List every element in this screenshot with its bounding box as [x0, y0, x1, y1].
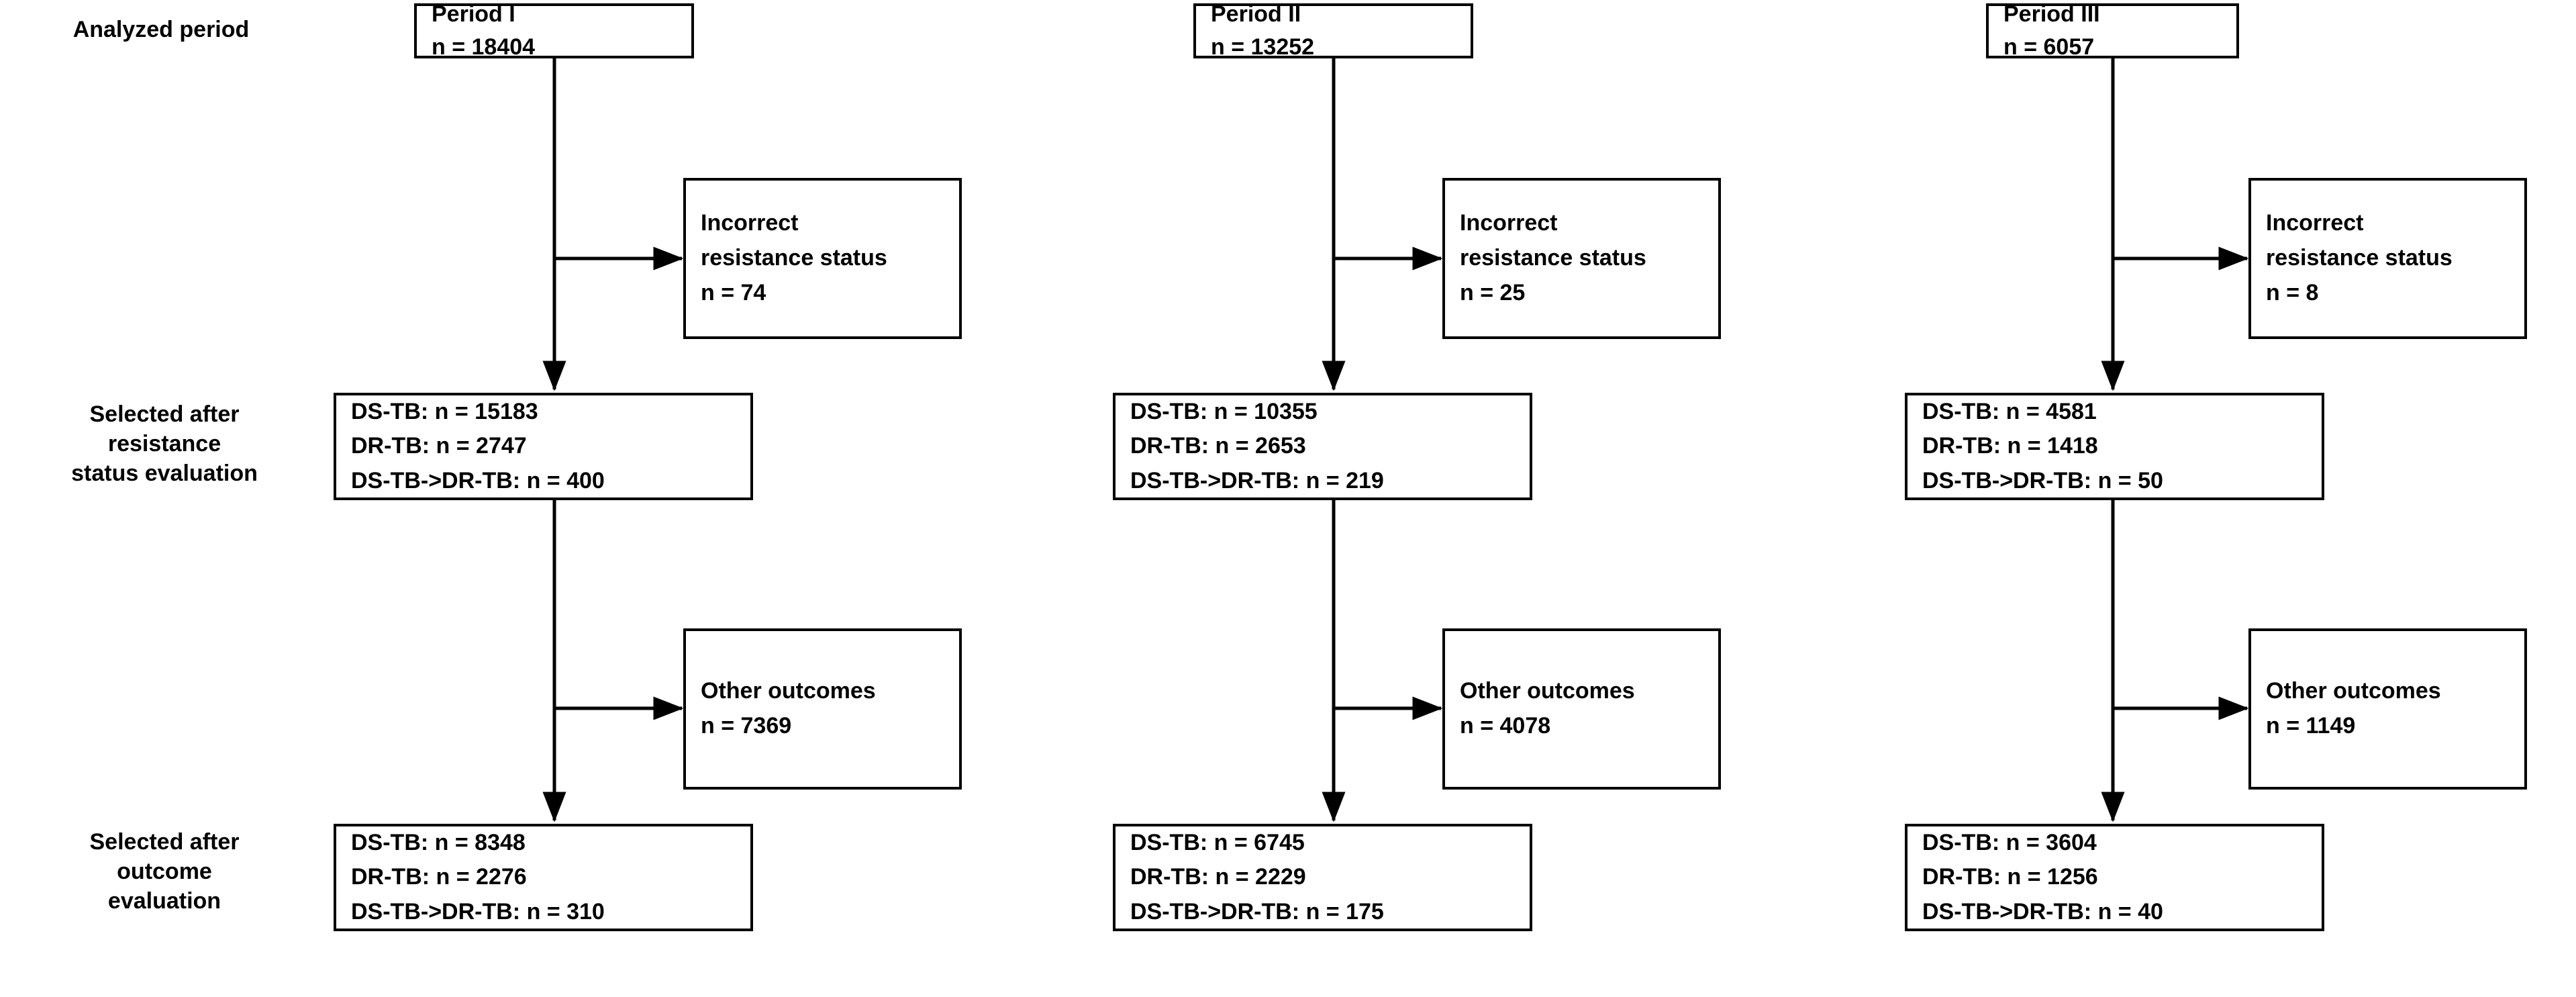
- excluded-resistance-1-subtitle: resistance status: [701, 245, 887, 271]
- node-resistance-selected-1[interactable]: DS-TB: n = 15183 DR-TB: n = 2747 DS-TB->…: [334, 393, 753, 500]
- outcome-selected-1-line-1: DS-TB: n = 8348: [351, 829, 526, 855]
- node-resistance-selected-2[interactable]: DS-TB: n = 10355 DR-TB: n = 2653 DS-TB->…: [1113, 393, 1532, 500]
- node-excluded-outcome-1[interactable]: Other outcomes n = 7369: [683, 628, 962, 790]
- excluded-outcome-2-title: Other outcomes: [1460, 678, 1635, 704]
- excluded-resistance-1-count: n = 74: [701, 279, 766, 305]
- outcome-selected-3-line-2: DR-TB: n = 1256: [1922, 864, 2098, 890]
- excluded-resistance-2-title: Incorrect: [1460, 210, 1558, 236]
- excluded-resistance-3-title: Incorrect: [2266, 210, 2364, 236]
- resistance-selected-1-line-1: DS-TB: n = 15183: [351, 398, 538, 424]
- node-excluded-resistance-2[interactable]: Incorrect resistance status n = 25: [1442, 178, 1721, 339]
- node-outcome-selected-1[interactable]: DS-TB: n = 8348 DR-TB: n = 2276 DS-TB->D…: [334, 824, 753, 931]
- node-period-2[interactable]: Period II n = 13252: [1193, 1, 1473, 60]
- outcome-selected-2-line-2: DR-TB: n = 2229: [1130, 864, 1306, 890]
- excluded-outcome-2-count: n = 4078: [1460, 713, 1551, 739]
- row-label-selected-after-outcome: Selected after outcome evaluation: [89, 829, 240, 914]
- excluded-resistance-3-subtitle: resistance status: [2266, 245, 2453, 271]
- period-2-title: Period II: [1211, 1, 1301, 27]
- excluded-outcome-1-title: Other outcomes: [701, 678, 876, 704]
- resistance-selected-2-line-3: DS-TB->DR-TB: n = 219: [1130, 467, 1384, 493]
- excluded-resistance-1-title: Incorrect: [701, 210, 799, 236]
- outcome-selected-1-line-3: DS-TB->DR-TB: n = 310: [351, 898, 605, 924]
- excluded-resistance-2-count: n = 25: [1460, 279, 1526, 305]
- resistance-selected-2-line-1: DS-TB: n = 10355: [1130, 398, 1318, 424]
- node-period-1[interactable]: Period I n = 18404: [414, 1, 694, 60]
- resistance-selected-1-line-3: DS-TB->DR-TB: n = 400: [351, 467, 605, 493]
- outcome-selected-2-line-3: DS-TB->DR-TB: n = 175: [1130, 898, 1384, 924]
- resistance-selected-3-line-2: DR-TB: n = 1418: [1922, 433, 2098, 459]
- excluded-resistance-2-subtitle: resistance status: [1460, 245, 1646, 271]
- resistance-selected-2-line-2: DR-TB: n = 2653: [1130, 433, 1306, 459]
- period-3-count: n = 6057: [2003, 34, 2095, 60]
- node-excluded-outcome-3[interactable]: Other outcomes n = 1149: [2248, 628, 2527, 790]
- outcome-selected-3-line-3: DS-TB->DR-TB: n = 40: [1922, 898, 2163, 924]
- node-outcome-selected-3[interactable]: DS-TB: n = 3604 DR-TB: n = 1256 DS-TB->D…: [1905, 824, 2324, 931]
- excluded-outcome-1-count: n = 7369: [701, 713, 792, 739]
- node-period-3[interactable]: Period III n = 6057: [1986, 1, 2239, 60]
- row-label-analyzed-period: Analyzed period: [72, 17, 250, 42]
- period-1-count: n = 18404: [432, 34, 536, 60]
- outcome-selected-3-line-1: DS-TB: n = 3604: [1922, 829, 2097, 855]
- row-label-selected-after-resistance: Selected after resistance status evaluat…: [71, 401, 258, 487]
- period-3-title: Period III: [2003, 1, 2100, 27]
- node-resistance-selected-3[interactable]: DS-TB: n = 4581 DR-TB: n = 1418 DS-TB->D…: [1905, 393, 2324, 500]
- excluded-outcome-3-title: Other outcomes: [2266, 678, 2441, 704]
- excluded-outcome-3-count: n = 1149: [2266, 713, 2356, 739]
- outcome-selected-1-line-2: DR-TB: n = 2276: [351, 864, 527, 890]
- node-outcome-selected-2[interactable]: DS-TB: n = 6745 DR-TB: n = 2229 DS-TB->D…: [1113, 824, 1532, 931]
- period-1-title: Period I: [432, 1, 515, 27]
- node-excluded-resistance-3[interactable]: Incorrect resistance status n = 8: [2248, 178, 2527, 339]
- outcome-selected-2-line-1: DS-TB: n = 6745: [1130, 829, 1305, 855]
- excluded-resistance-3-count: n = 8: [2266, 279, 2319, 305]
- resistance-selected-1-line-2: DR-TB: n = 2747: [351, 433, 527, 459]
- node-excluded-outcome-2[interactable]: Other outcomes n = 4078: [1442, 628, 1721, 790]
- resistance-selected-3-line-3: DS-TB->DR-TB: n = 50: [1922, 467, 2163, 493]
- period-2-count: n = 13252: [1211, 34, 1315, 60]
- node-excluded-resistance-1[interactable]: Incorrect resistance status n = 74: [683, 178, 962, 339]
- resistance-selected-3-line-1: DS-TB: n = 4581: [1922, 398, 2097, 424]
